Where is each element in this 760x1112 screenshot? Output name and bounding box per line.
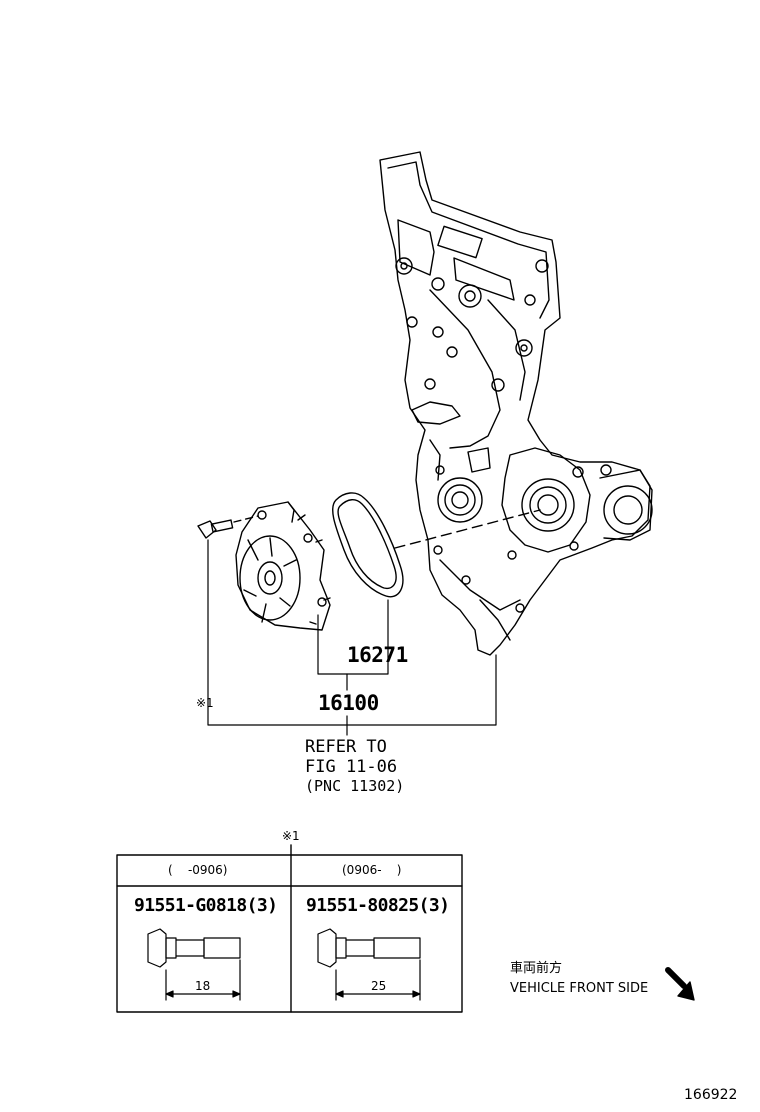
gasket-alignment-line	[394, 509, 541, 549]
table-part-number-2: 91551-80825(3)	[306, 895, 450, 916]
table-note-mark: ※1	[282, 829, 300, 843]
table-range-1: ( -0906)	[168, 863, 228, 877]
bolt-2-length: 25	[371, 979, 387, 993]
illustration-id: 166922	[684, 1087, 738, 1103]
table-range-2: (0906- )	[342, 863, 402, 877]
note-mark: ※1	[196, 696, 214, 710]
front-direction-arrow-icon	[665, 967, 695, 1001]
refer-line-3: (PNC 11302)	[305, 777, 405, 795]
refer-line-1: REFER TO	[305, 737, 387, 757]
table-bolt-1-illustration	[147, 928, 241, 1001]
leader-lines	[207, 539, 497, 736]
table-bolt-2-illustration	[317, 928, 421, 1001]
front-side-label-japanese: 車両前方	[510, 961, 563, 976]
bolt-table	[116, 844, 463, 1013]
refer-line-2: FIG 11-06	[305, 757, 398, 777]
water-pump-part-number: 16100	[318, 691, 379, 715]
gasket-illustration	[332, 492, 404, 598]
bolt-alignment-line	[233, 515, 259, 523]
water-pump-illustration	[235, 501, 331, 631]
bolt-1-length: 18	[195, 979, 211, 993]
gasket-part-number: 16271	[347, 643, 408, 667]
front-side-label-english: VEHICLE FRONT SIDE	[510, 981, 649, 996]
bolt-illustration	[197, 519, 234, 539]
table-part-number-1: 91551-G0818(3)	[134, 895, 278, 916]
timing-cover-illustration	[379, 151, 653, 656]
